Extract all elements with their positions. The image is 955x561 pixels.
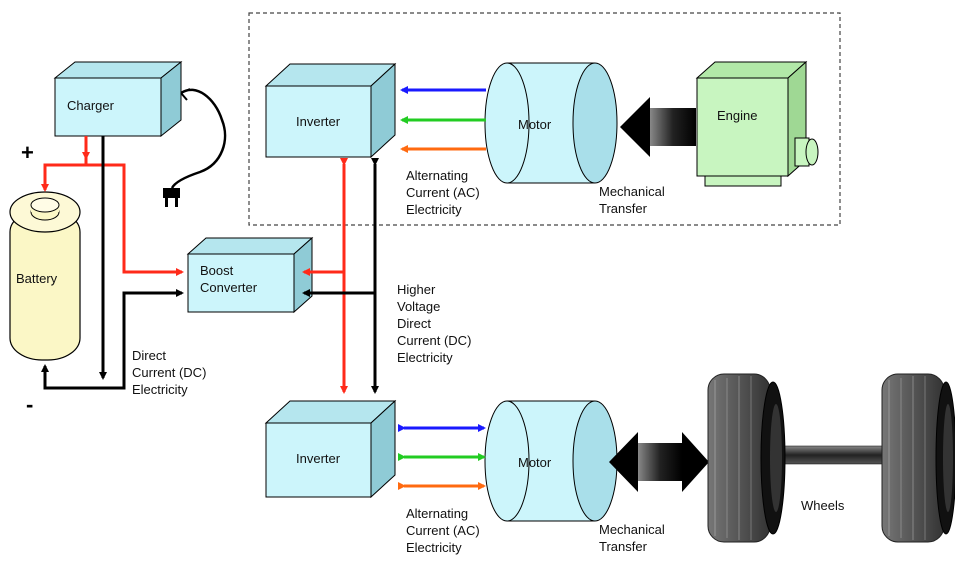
inverter-bottom-label: Inverter [296, 451, 341, 466]
svg-text:Mechanical: Mechanical [599, 184, 665, 199]
boost-label-2: Converter [200, 280, 258, 295]
svg-text:Electricity: Electricity [406, 540, 462, 555]
svg-text:Mechanical: Mechanical [599, 522, 665, 537]
battery: Battery [9, 191, 81, 361]
mech-arrow-bottom [609, 432, 709, 492]
inverter-top-label: Inverter [296, 114, 341, 129]
svg-text:Higher: Higher [397, 282, 436, 297]
svg-text:Voltage: Voltage [397, 299, 440, 314]
charger-label: Charger [67, 98, 115, 113]
svg-text:Current (DC): Current (DC) [132, 365, 206, 380]
battery-minus: - [26, 392, 33, 417]
wheels: Wheels [707, 373, 955, 543]
label-mech-bottom: Mechanical Transfer [599, 522, 665, 554]
label-dc-low: Direct Current (DC) Electricity [132, 348, 206, 397]
charger-box: Charger [53, 60, 183, 138]
label-dc-high: Higher Voltage Direct Current (DC) Elect… [397, 282, 471, 365]
svg-text:Alternating: Alternating [406, 168, 468, 183]
svg-text:Direct: Direct [397, 316, 431, 331]
wire-charger-to-battery-red [41, 136, 88, 192]
svg-text:Transfer: Transfer [599, 201, 648, 216]
svg-text:Current (AC): Current (AC) [406, 523, 480, 538]
battery-plus: + [21, 140, 34, 165]
charger-cord-hook [180, 88, 191, 101]
svg-text:Transfer: Transfer [599, 539, 648, 554]
svg-text:Alternating: Alternating [406, 506, 468, 521]
mech-arrow-top [620, 97, 696, 157]
charger-cord [170, 88, 227, 189]
wire-battery-to-boost-red [86, 163, 184, 276]
battery-label: Battery [16, 271, 58, 286]
svg-text:Current (AC): Current (AC) [406, 185, 480, 200]
motor-bottom-label: Motor [518, 455, 552, 470]
motor-top: Motor [484, 62, 618, 184]
label-mech-top: Mechanical Transfer [599, 184, 665, 216]
engine-label: Engine [717, 108, 757, 123]
motor-top-label: Motor [518, 117, 552, 132]
svg-text:Current (DC): Current (DC) [397, 333, 471, 348]
svg-text:Electricity: Electricity [406, 202, 462, 217]
motor-bottom: Motor [484, 400, 618, 522]
engine: Engine [695, 60, 819, 187]
engine-enclosure [248, 12, 841, 226]
inverter-bottom-box: Inverter [264, 399, 397, 499]
boost-converter-box: Boost Converter [186, 236, 314, 314]
svg-text:Direct: Direct [132, 348, 166, 363]
svg-text:Electricity: Electricity [397, 350, 453, 365]
wheels-label: Wheels [801, 498, 845, 513]
label-ac-bottom: Alternating Current (AC) Electricity [406, 506, 480, 555]
svg-text:Electricity: Electricity [132, 382, 188, 397]
inverter-top-box: Inverter [264, 62, 397, 159]
boost-label-1: Boost [200, 263, 234, 278]
label-ac-top: Alternating Current (AC) Electricity [406, 168, 480, 217]
plug-icon [163, 188, 180, 207]
